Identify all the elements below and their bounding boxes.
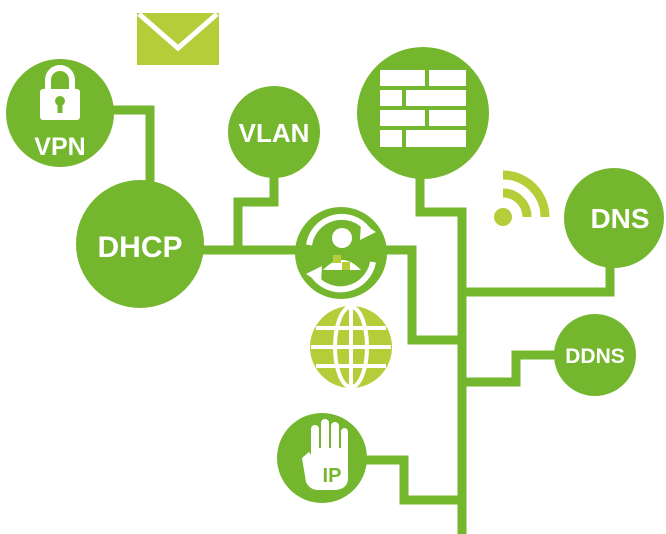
vlan-node: VLAN bbox=[228, 86, 320, 178]
vlan-label: VLAN bbox=[239, 118, 310, 148]
firewall-node bbox=[357, 47, 489, 179]
connector-user-trunk bbox=[377, 245, 467, 345]
dhcp-label: DHCP bbox=[97, 231, 182, 264]
dns-node: DNS bbox=[564, 168, 664, 268]
ddns-node: DDNS bbox=[554, 314, 636, 396]
brick-wall-icon bbox=[380, 70, 466, 147]
wifi-signal-icon bbox=[494, 170, 550, 226]
connector-ip-trunk bbox=[325, 455, 467, 505]
dhcp-node: DHCP bbox=[76, 180, 204, 308]
user-sync-icon bbox=[306, 213, 376, 293]
padlock-icon bbox=[40, 65, 80, 120]
stop-hand-icon bbox=[302, 419, 348, 490]
connector-ddns-trunk bbox=[457, 350, 565, 387]
envelope-icon bbox=[137, 12, 219, 65]
ip-label: IP bbox=[323, 465, 342, 487]
ddns-label: DDNS bbox=[565, 345, 625, 368]
user-sync-node bbox=[295, 207, 387, 299]
ip-block-node: IP bbox=[277, 413, 367, 503]
vpn-label: VPN bbox=[34, 133, 85, 161]
vpn-node: VPN bbox=[6, 59, 114, 167]
dns-label: DNS bbox=[590, 203, 649, 234]
globe-icon bbox=[310, 305, 392, 389]
connector-firewall-trunk bbox=[415, 160, 467, 534]
